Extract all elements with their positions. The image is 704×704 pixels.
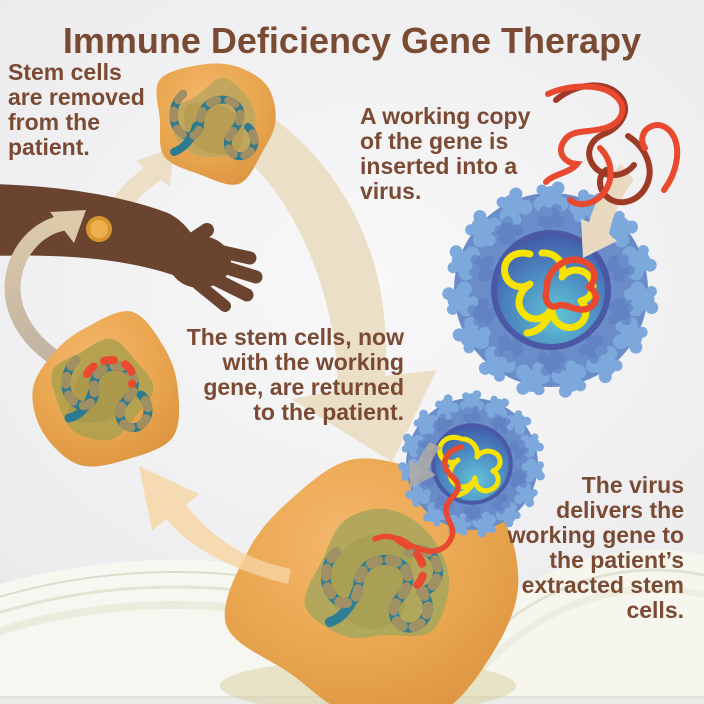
text-line: inserted into a <box>360 153 518 179</box>
flow-arrow-icon <box>410 442 442 488</box>
text-line: Stem cells <box>8 59 122 85</box>
step-removed-label: Stem cells are removed from the patient. <box>8 60 145 160</box>
patient-arm-icon <box>0 184 263 312</box>
virus-icon <box>442 182 658 398</box>
working-gene-icon <box>395 536 428 589</box>
text-line: from the <box>8 109 100 135</box>
text-line: patient. <box>8 134 90 160</box>
working-gene-icon <box>83 356 137 388</box>
flow-arrow-icon <box>4 210 86 378</box>
text-line: to the patient. <box>253 399 404 425</box>
text-line: cells. <box>626 597 684 623</box>
flow-arrow-icon <box>139 466 291 584</box>
text-line: virus. <box>360 178 422 204</box>
step-inserted-label: A working copy of the gene is inserted i… <box>360 104 530 204</box>
page-title: Immune Deficiency Gene Therapy <box>62 20 642 61</box>
text-line: are removed <box>8 84 145 110</box>
text-line: A working copy <box>360 103 531 129</box>
text-line: the patient’s <box>549 547 684 573</box>
virus-genome-icon <box>501 249 597 332</box>
gene-strand-icon <box>543 82 681 208</box>
flow-arrow-icon <box>232 108 437 462</box>
text-line: gene, are returned <box>203 374 404 400</box>
working-gene-icon <box>542 256 599 313</box>
stem-cell-icon <box>32 311 180 467</box>
text-line: with the working <box>222 349 404 375</box>
stem-cell-icon <box>156 63 276 185</box>
text-line: of the gene is <box>360 128 509 154</box>
flow-arrow-icon <box>581 164 634 258</box>
text-line: extracted stem <box>521 572 684 598</box>
step-returned-label: The stem cells, now with the working gen… <box>144 325 404 425</box>
text-line: The stem cells, now <box>186 324 404 350</box>
step-delivered-label: The virus delivers the working gene to t… <box>490 473 684 623</box>
text-line: working gene to <box>507 522 684 548</box>
text-line: delivers the <box>556 497 684 523</box>
text-line: The virus <box>581 472 684 498</box>
